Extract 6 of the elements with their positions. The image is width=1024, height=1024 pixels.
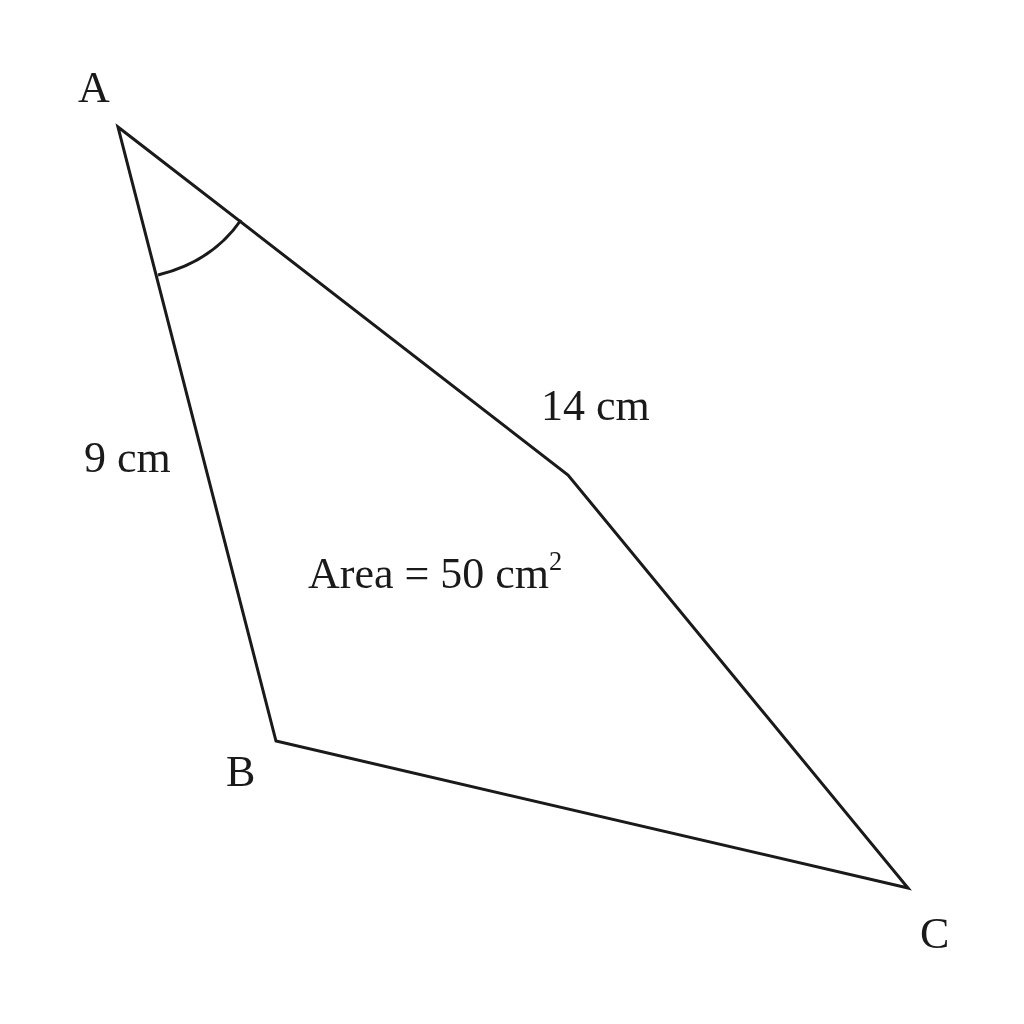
side-length-label: 9 cm xyxy=(84,436,171,480)
area-label: Area = 50 cm$^{2}$ xyxy=(308,548,563,597)
vertex-label: C xyxy=(920,912,950,956)
vertex-label: A xyxy=(78,66,110,110)
vertex-label: B xyxy=(226,750,256,794)
side-length-label: 14 cm xyxy=(541,384,650,428)
